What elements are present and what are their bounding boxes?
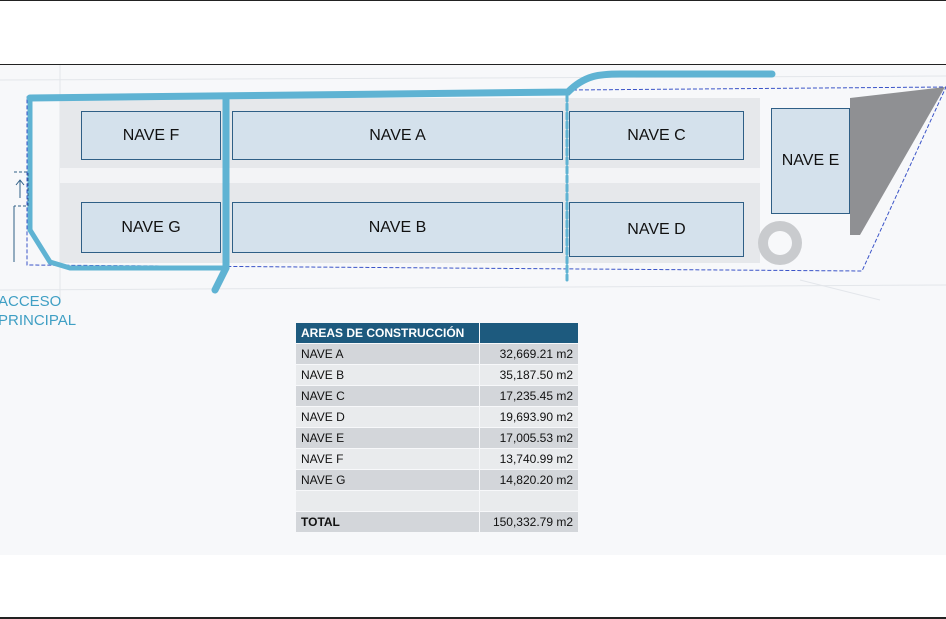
header-divider xyxy=(0,64,946,65)
top-border xyxy=(0,0,946,1)
nave-a-label: NAVE A xyxy=(369,126,426,144)
nave-f-label: NAVE F xyxy=(122,126,180,144)
east-lot xyxy=(850,87,945,235)
access-line-1: ACCESO xyxy=(0,293,62,310)
row-value: 14,820.20 m2 xyxy=(480,470,578,490)
nave-a: NAVE A xyxy=(232,111,563,160)
row-value: 32,669.21 m2 xyxy=(480,344,578,364)
main-route xyxy=(26,70,776,102)
row-name: NAVE A xyxy=(296,344,479,364)
main-access-label: ACCESO PRINCIPAL xyxy=(0,292,76,330)
spacer-cell xyxy=(296,491,479,511)
access-line-2: PRINCIPAL xyxy=(0,312,77,329)
row-name: NAVE G xyxy=(296,470,479,490)
total-label: TOTAL xyxy=(296,512,479,532)
nave-b: NAVE B xyxy=(232,202,563,253)
spacer-cell xyxy=(480,491,578,511)
central-route xyxy=(211,94,230,294)
row-name: NAVE C xyxy=(296,386,479,406)
yard-middle xyxy=(60,168,760,183)
table-header-blank xyxy=(480,323,578,343)
nave-g-label: NAVE G xyxy=(121,218,181,236)
row-name: NAVE D xyxy=(296,407,479,427)
nave-f: NAVE F xyxy=(81,111,221,160)
row-name: NAVE E xyxy=(296,428,479,448)
nave-e: NAVE E xyxy=(771,108,850,214)
nave-c: NAVE C xyxy=(569,111,744,160)
row-value: 19,693.90 m2 xyxy=(480,407,578,427)
bottom-border xyxy=(0,617,946,619)
row-name: NAVE B xyxy=(296,365,479,385)
west-route xyxy=(27,95,229,271)
nave-g: NAVE G xyxy=(81,202,221,253)
row-value: 13,740.99 m2 xyxy=(480,449,578,469)
nave-c-label: NAVE C xyxy=(627,126,686,144)
row-name: NAVE F xyxy=(296,449,479,469)
nave-e-label: NAVE E xyxy=(781,152,840,169)
row-value: 35,187.50 m2 xyxy=(480,365,578,385)
table-header-title: AREAS DE CONSTRUCCIÓN xyxy=(296,323,479,343)
total-value: 150,332.79 m2 xyxy=(480,512,578,532)
nave-b-label: NAVE B xyxy=(368,218,427,236)
nave-d-label: NAVE D xyxy=(627,220,686,238)
nave-d: NAVE D xyxy=(569,202,744,257)
access-marker xyxy=(14,171,29,207)
table-header-row: AREAS DE CONSTRUCCIÓN xyxy=(296,323,578,343)
row-value: 17,235.45 m2 xyxy=(480,386,578,406)
row-value: 17,005.53 m2 xyxy=(480,428,578,448)
table-spacer-row xyxy=(296,491,578,511)
